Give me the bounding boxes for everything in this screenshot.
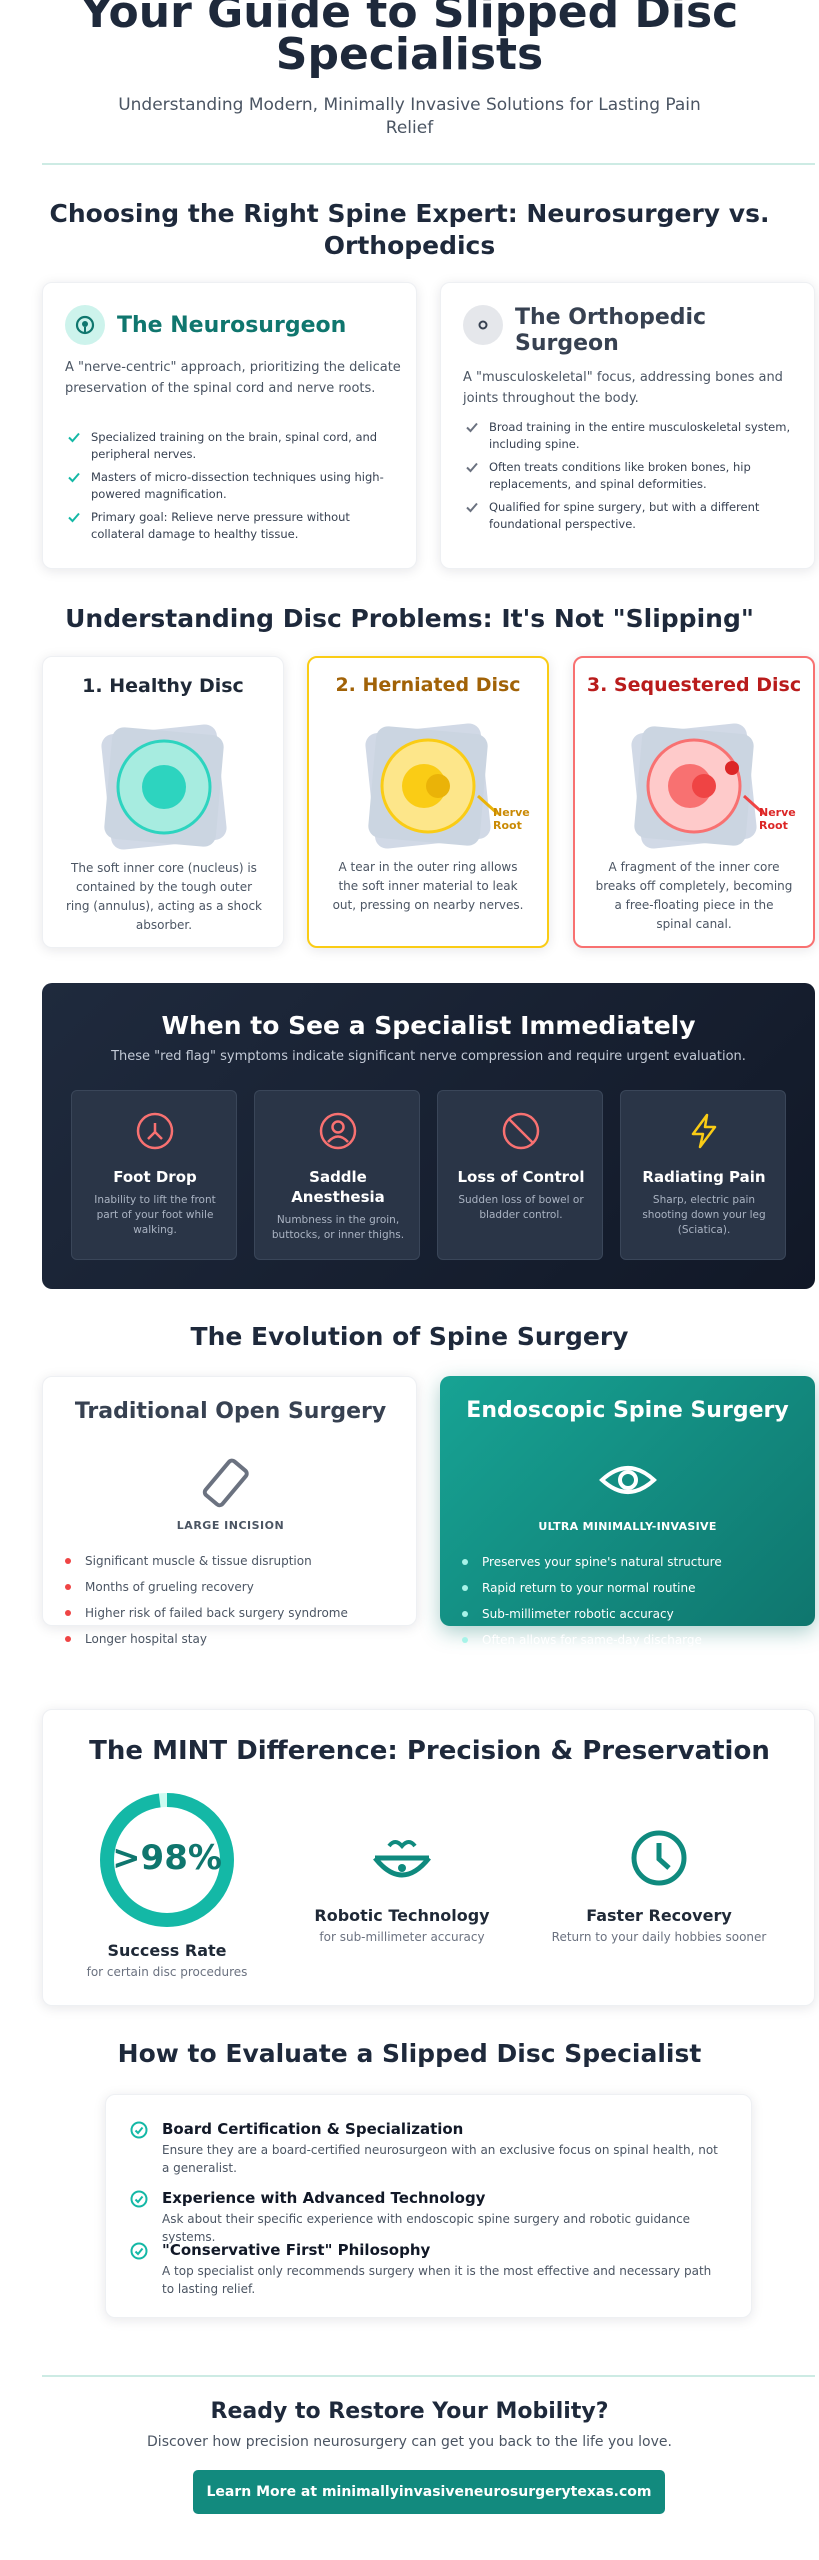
nerve-root-label: Nerve Root [759,806,796,832]
section-title-evolution: The Evolution of Spine Surgery [190,1322,629,1351]
list-item: Board Certification & Specialization Ens… [130,2119,730,2179]
check-icon [466,502,478,513]
ban-icon [502,1112,540,1150]
stat-sub: for certain disc procedures [86,1965,248,1979]
disc-description: The soft inner core (nucleus) is contain… [65,861,263,932]
stat-sub: for sub-millimeter accuracy [319,1930,485,1944]
learn-more-button[interactable]: Learn More at minimallyinvasiveneurosurg… [193,2470,665,2514]
brain-icon [65,305,105,345]
healthy-disc-illustration [101,724,227,850]
endoscopic-surgery-card: Endoscopic Spine Surgery ULTRA MINIMALLY… [440,1376,815,1647]
list-item: Specialized training on the brain, spina… [65,429,405,463]
user-circle-icon [319,1112,357,1150]
orthopedic-description: A "musculoskeletal" focus, addressing bo… [463,370,783,406]
check-icon [68,432,80,443]
red-flags-subtitle: These "red flag" symptoms indicate signi… [111,1049,746,1064]
success-rate-gauge: >98% [99,1792,235,1928]
check-icon [466,422,478,433]
check-circle-icon [130,2242,148,2260]
list-item: Months of grueling recovery [65,1579,254,1595]
open-surgery-tag: LARGE INCISION [176,1519,285,1532]
red-flag-card: Radiating Pain Sharp, electric pain shoo… [620,1090,786,1260]
cta-title: Ready to Restore Your Mobility? [210,2399,609,2424]
evaluation-checklist: Board Certification & Specialization Ens… [105,2094,752,2318]
neurosurgeon-title: The Neurosurgeon [117,313,347,338]
stat-label: Success Rate [107,1941,227,1960]
neurosurgeon-description: A "nerve-centric" approach, prioritizing… [65,360,401,396]
red-flags-title: When to See a Specialist Immediately [161,1011,696,1040]
mint-difference-card: The MINT Difference: Precision & Preserv… [42,1709,815,2006]
list-item: Higher risk of failed back surgery syndr… [65,1605,348,1621]
section-title-discs: Understanding Disc Problems: It's Not "S… [65,604,754,633]
section-title-compare: Choosing the Right Spine Expert: Neurosu… [49,199,770,260]
endoscopic-surgery-title: Endoscopic Spine Surgery [466,1398,789,1423]
check-circle-icon [130,2121,148,2139]
section-title-evaluate: How to Evaluate a Slipped Disc Specialis… [117,2039,702,2068]
stat-label: Robotic Technology [314,1906,490,1925]
check-circle-icon [130,2190,148,2208]
list-item: Often treats conditions like broken bone… [463,459,803,493]
herniated-disc-card: 2. Herniated Disc Nerve Root A tear in t… [307,656,549,948]
list-item: Sub-millimeter robotic accuracy [462,1606,674,1622]
disc-description: A tear in the outer ring allows the soft… [332,860,524,912]
bone-icon [463,305,503,345]
list-item: Rapid return to your normal routine [462,1580,695,1596]
red-flag-card: Foot Drop Inability to lift the front pa… [71,1090,237,1260]
page-subtitle: Understanding Modern, Minimally Invasive… [118,95,701,138]
stat-sub: Return to your daily hobbies sooner [551,1930,767,1944]
disc-title: 2. Herniated Disc [335,674,521,696]
neurosurgeon-card: The Neurosurgeon A "nerve-centric" appro… [42,282,417,569]
list-item: Preserves your spine's natural structure [462,1554,722,1570]
clock-icon [631,1830,687,1886]
list-item: Significant muscle & tissue disruption [65,1553,312,1569]
sequestered-disc-illustration [631,723,764,849]
success-rate-arc [100,1793,234,1927]
red-flag-card: Saddle Anesthesia Numbness in the groin,… [254,1090,420,1260]
list-item: Qualified for spine surgery, but with a … [463,499,803,533]
divider [42,163,815,165]
list-item: "Conservative First" Philosophy A top sp… [130,2240,730,2300]
incision-icon [202,1458,249,1508]
nerve-root-label: Nerve Root [493,806,530,832]
robot-icon [373,1840,431,1878]
endoscopic-surgery-tag: ULTRA MINIMALLY-INVASIVE [538,1520,717,1533]
check-icon [68,512,80,523]
disc-title: 1. Healthy Disc [82,675,244,697]
check-icon [68,472,80,483]
open-surgery-title: Traditional Open Surgery [74,1399,387,1424]
open-surgery-card: Traditional Open Surgery LARGE INCISION … [42,1376,417,1646]
healthy-disc-card: 1. Healthy Disc The soft inner core (nuc… [42,656,284,948]
red-flag-card: Loss of Control Sudden loss of bowel or … [437,1090,603,1260]
eye-icon [599,1466,657,1494]
success-rate-value: >98% [112,1838,222,1878]
lightning-icon [691,1113,717,1149]
list-item: Often allows for same-day discharge [462,1632,702,1648]
red-flags-panel: When to See a Specialist Immediately The… [42,983,815,1289]
foot-icon [136,1112,174,1150]
list-item: Primary goal: Relieve nerve pressure wit… [65,509,405,543]
list-item: Broad training in the entire musculoskel… [463,419,803,453]
orthopedic-card: The Orthopedic Surgeon A "musculoskeleta… [440,282,815,569]
mint-title: The MINT Difference: Precision & Preserv… [89,1736,770,1766]
orthopedic-title: The Orthopedic Surgeon [515,305,707,356]
page-title: Your Guide to Slipped Disc Specialists [80,0,739,80]
herniated-disc-illustration [365,723,498,849]
list-item: Masters of micro-dissection techniques u… [65,469,405,503]
list-item: Longer hospital stay [65,1631,207,1647]
disc-description: A fragment of the inner core breaks off … [595,860,793,931]
list-item: Experience with Advanced Technology Ask … [130,2188,730,2244]
disc-title: 3. Sequestered Disc [586,674,802,696]
divider [42,2375,815,2377]
stat-label: Faster Recovery [586,1906,732,1925]
check-icon [466,462,478,473]
cta-text: Discover how precision neurosurgery can … [147,2434,672,2450]
sequestered-disc-card: 3. Sequestered Disc Nerve Root A fragmen… [573,656,815,948]
